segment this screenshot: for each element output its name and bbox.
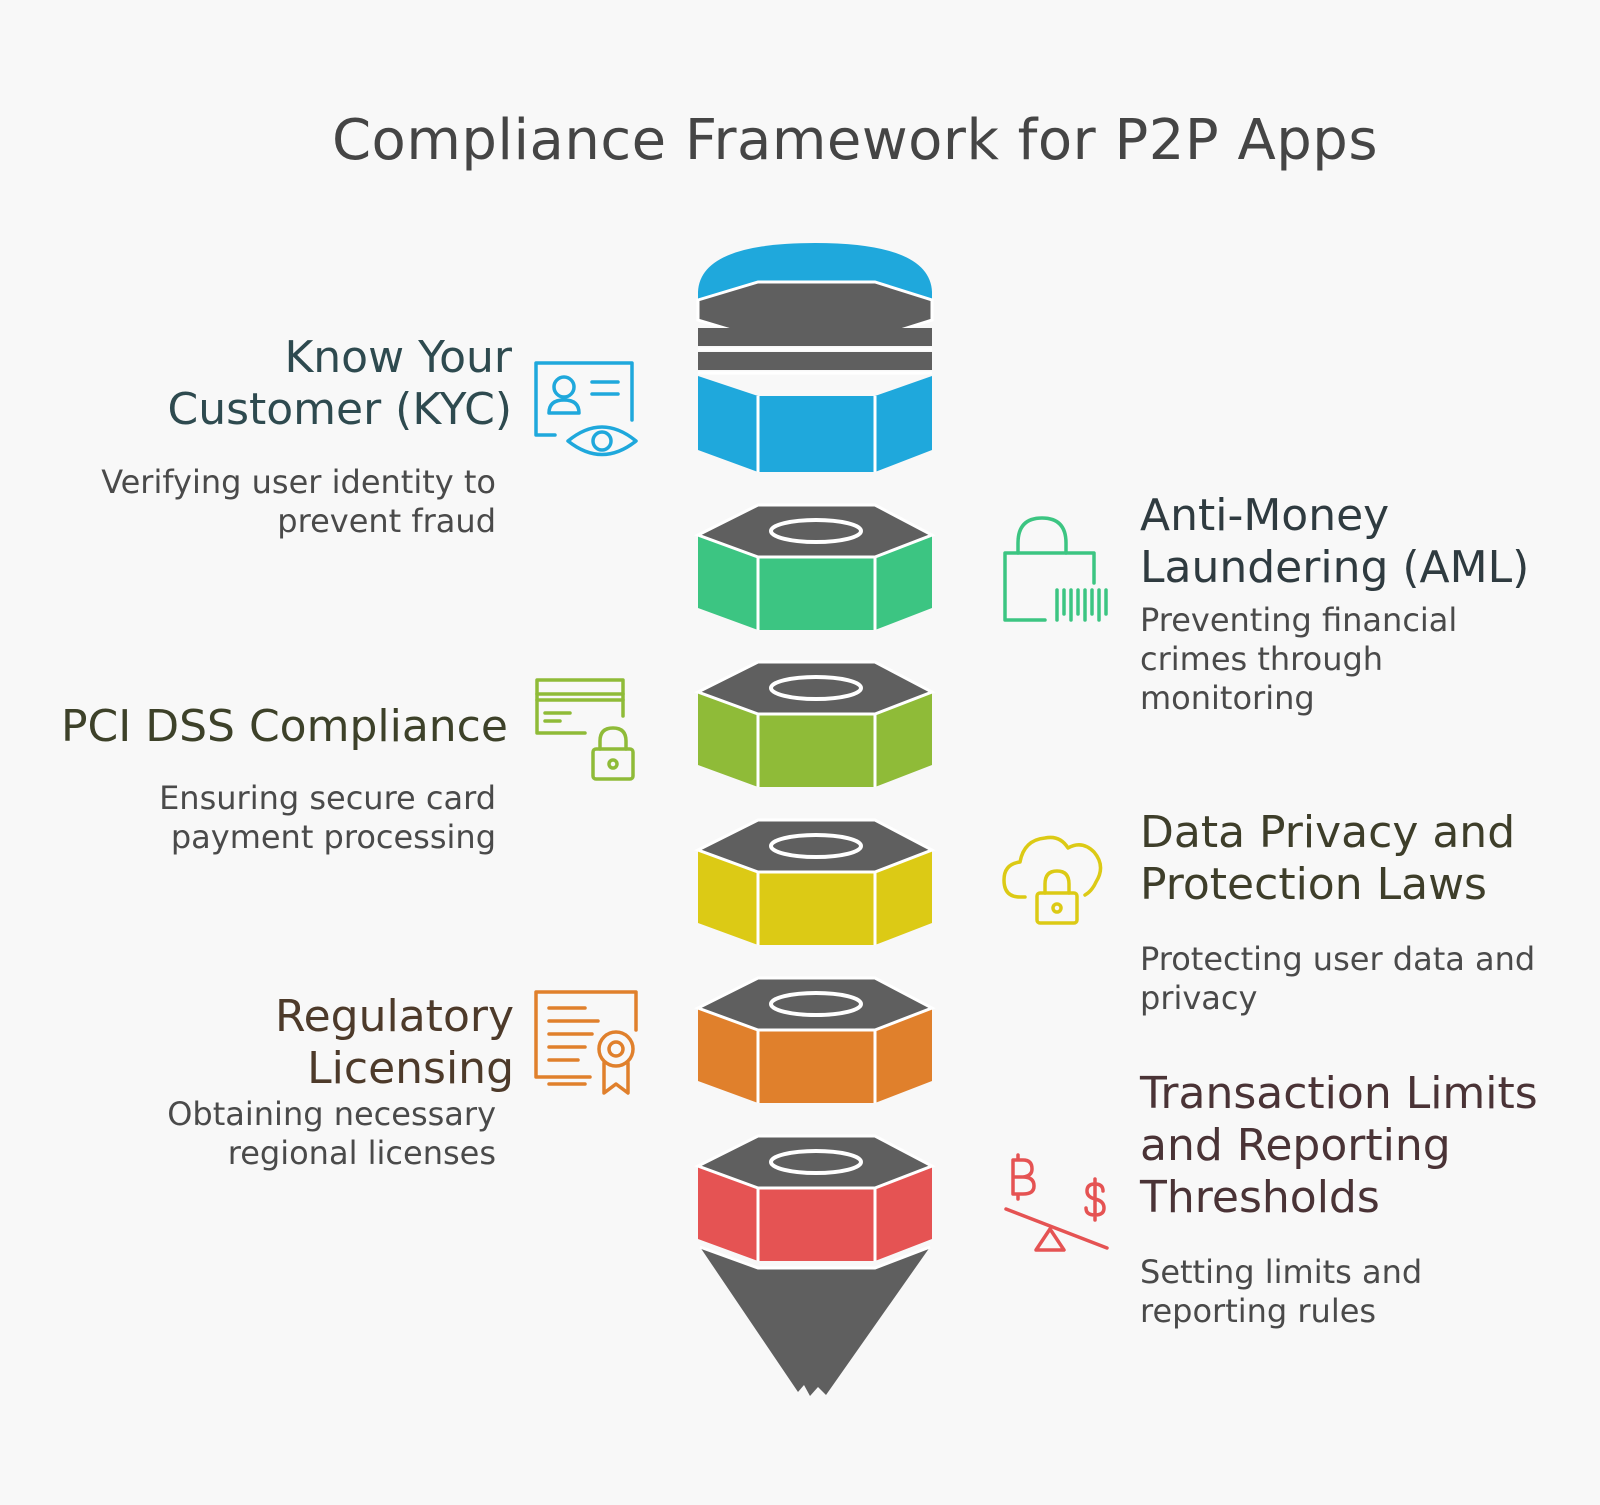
aml-title: Anti-Money Laundering (AML) xyxy=(1140,490,1530,593)
stack-tip-edge xyxy=(699,1245,931,1270)
id-card-eye-icon xyxy=(534,361,638,457)
segment-kyc xyxy=(696,243,934,472)
privacy-title: Data Privacy and Protection Laws xyxy=(1140,807,1516,910)
kyc-segment-band xyxy=(698,352,932,370)
segment-aml xyxy=(694,503,936,630)
page-title: Compliance Framework for P2P Apps xyxy=(331,108,1379,173)
privacy-segment-hole xyxy=(769,833,863,859)
licensing-title: Regulatory Licensing xyxy=(275,991,514,1094)
privacy-description: Protecting user data and privacy xyxy=(1140,940,1536,1017)
stack-tip-cone xyxy=(700,1247,930,1396)
kyc-description: Verifying user identity to prevent fraud xyxy=(101,463,496,540)
certificate-icon xyxy=(534,990,638,1095)
kyc-segment-band xyxy=(696,280,934,340)
aml-description: Preventing financial crimes through moni… xyxy=(1140,601,1458,717)
stack-tip xyxy=(699,1245,931,1396)
segment-privacy xyxy=(694,818,936,945)
card-lock-icon xyxy=(535,678,635,781)
licensing-segment-hole xyxy=(769,991,863,1017)
pci-description: Ensuring secure card payment processing xyxy=(159,779,496,856)
kyc-segment-band xyxy=(698,328,932,346)
limits-description: Setting limits and reporting rules xyxy=(1140,1253,1423,1330)
segment-limits xyxy=(694,1134,936,1261)
currency-balance-icon xyxy=(1004,1153,1109,1252)
segment-licensing xyxy=(694,976,936,1103)
cloud-lock-icon xyxy=(1002,835,1103,925)
kyc-segment-body xyxy=(698,376,932,472)
pci-title: PCI DSS Compliance xyxy=(61,701,508,752)
pci-segment-hole xyxy=(769,675,863,701)
limits-segment-hole xyxy=(769,1149,863,1175)
segment-pci xyxy=(694,660,936,787)
licensing-description: Obtaining necessary regional licenses xyxy=(167,1095,496,1172)
lock-barcode-icon xyxy=(1003,516,1108,622)
aml-segment-hole xyxy=(769,518,863,544)
kyc-title: Know Your Customer (KYC) xyxy=(167,332,512,435)
limits-title: Transaction Limits and Reporting Thresho… xyxy=(1140,1068,1538,1223)
